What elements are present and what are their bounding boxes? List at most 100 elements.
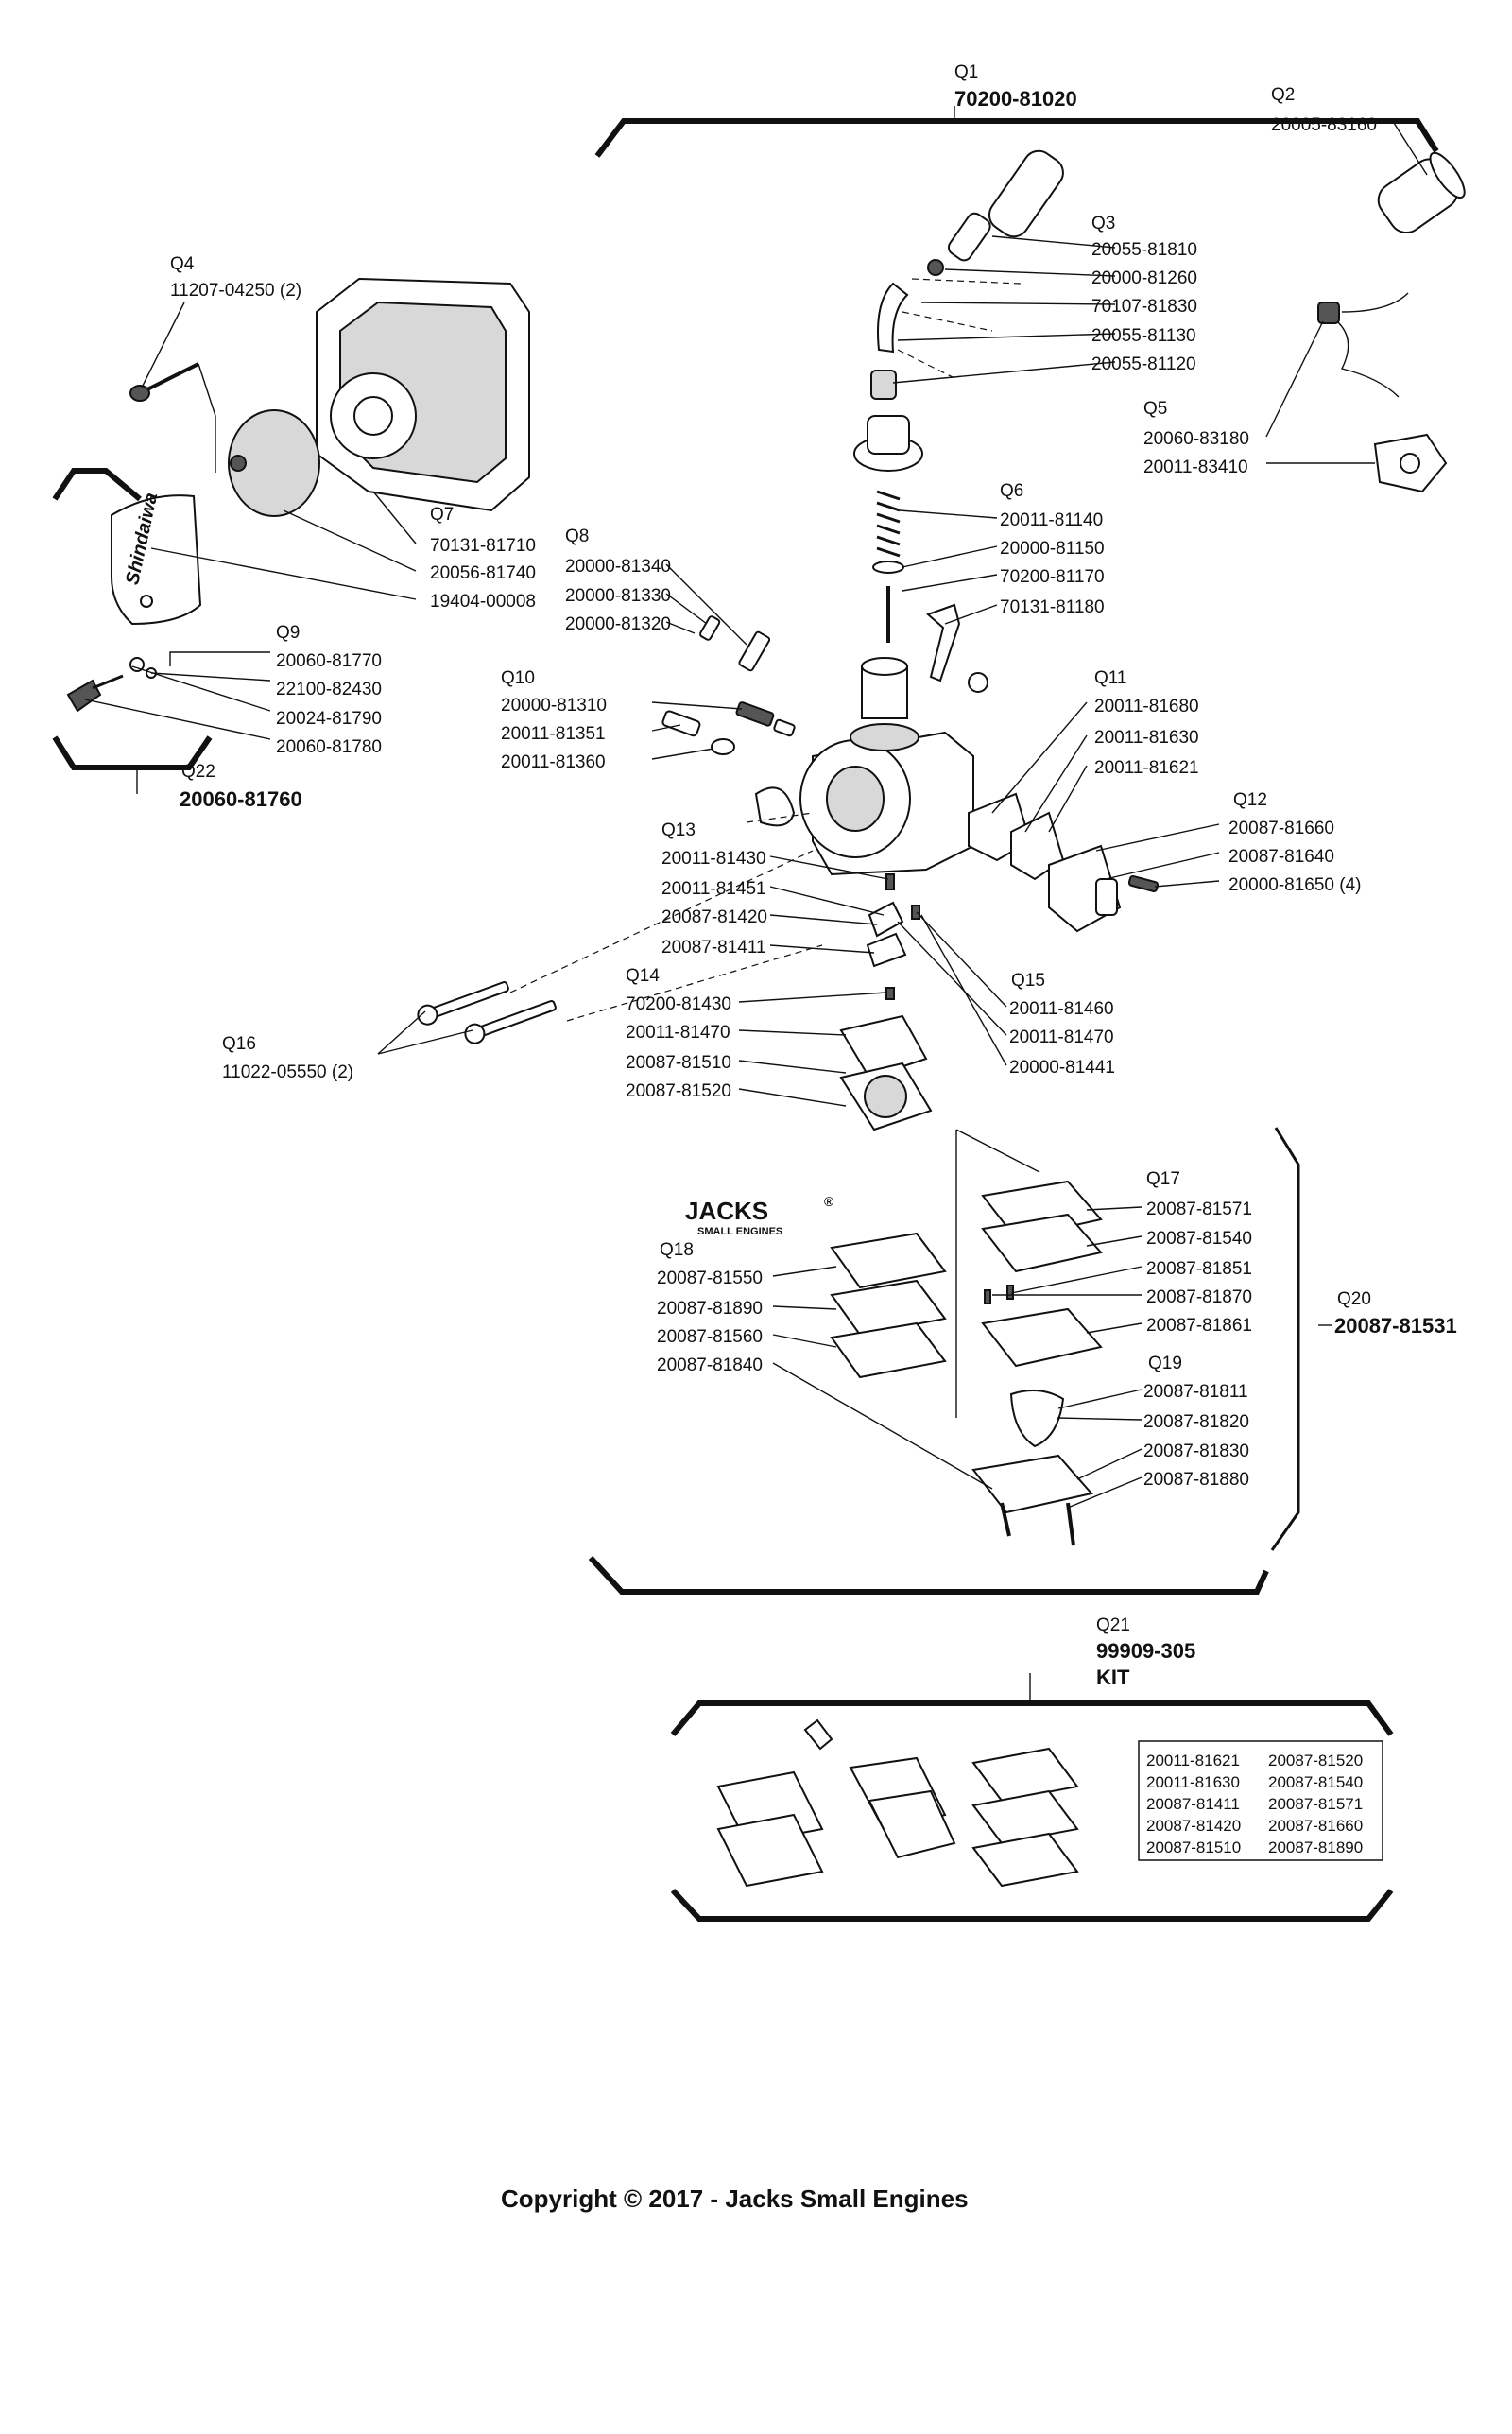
q9-leader — [169, 651, 270, 666]
q19-label: Q19 — [1148, 1354, 1182, 1373]
q19-leader-4 — [1067, 1476, 1143, 1509]
q22-bracket-bottom — [52, 735, 213, 770]
q11-part-2: 20011-81630 — [1094, 728, 1199, 748]
q15-leader — [916, 911, 1007, 1008]
q22-bracket-top — [52, 468, 142, 502]
q17-part-4: 20087-81870 — [1146, 1287, 1252, 1307]
q6-leader-2 — [902, 545, 998, 568]
q15-part-2: 20011-81470 — [1009, 1027, 1114, 1047]
carb-top-leader-1 — [944, 268, 1116, 277]
q5-part-2: 20011-83410 — [1143, 457, 1248, 477]
q14-part-3: 20087-81510 — [626, 1053, 731, 1073]
q4-screw-part — [141, 362, 199, 394]
q7-leader-3 — [150, 547, 417, 600]
q1-label: Q1 — [954, 62, 978, 82]
q3-tube-part — [988, 149, 1064, 238]
q8-part-number: 20000-81340 — [565, 557, 671, 577]
q14-part-4: 20087-81520 — [626, 1081, 731, 1101]
q8-adjust-screw-part — [738, 630, 771, 672]
q21-part-number: 99909-305 — [1096, 1639, 1195, 1663]
q14-leader — [738, 992, 887, 1003]
q22-part-number: 20060-81760 — [180, 787, 302, 811]
q19-cover-plate — [971, 1454, 1093, 1514]
q21-label: Q21 — [1096, 1615, 1130, 1635]
q7-intake-hole — [353, 396, 393, 436]
q14-leader-3 — [738, 1060, 847, 1074]
q13-part-4: 20087-81411 — [662, 938, 766, 958]
q7-filter-grommet — [230, 455, 247, 472]
q12-part-number: 20087-81660 — [1228, 819, 1334, 838]
q20-label: Q20 — [1337, 1289, 1371, 1309]
q7-leader-2 — [283, 509, 417, 572]
parts: Shindaiwa — [66, 149, 1466, 1888]
q9-leader-3 — [131, 665, 271, 712]
q15-leader-3 — [920, 914, 1007, 1066]
q20-part-number: 20087-81531 — [1334, 1314, 1457, 1338]
q13-arm-part — [866, 932, 907, 968]
q17-leader-2 — [1086, 1235, 1143, 1247]
q13-leader-2 — [769, 886, 885, 916]
q13-lever-part — [868, 901, 904, 938]
q6-part-4: 70131-81180 — [1000, 597, 1105, 617]
q17-part-2: 20087-81540 — [1146, 1229, 1252, 1249]
leader-lines — [84, 106, 1428, 1703]
q2-leader — [1393, 122, 1428, 176]
q13-leader-3 — [769, 914, 878, 925]
q2-sleeve-part — [1377, 151, 1466, 234]
q5-gasket-hole — [1400, 453, 1420, 474]
q5-part-number: 20060-83180 — [1143, 429, 1249, 449]
q15-part-number: 20011-81460 — [1009, 999, 1114, 1019]
q9-label: Q9 — [276, 623, 300, 643]
q9-part-2: 22100-82430 — [276, 680, 382, 699]
q6-lever-part — [926, 603, 961, 682]
q3-filter-part — [870, 370, 897, 400]
kit-cell-r2c2: 20087-81540 — [1268, 1773, 1363, 1791]
q5-label: Q5 — [1143, 399, 1167, 419]
q13-leader — [769, 855, 889, 880]
q10-cap-part — [711, 738, 735, 755]
q6-cap-body — [867, 415, 910, 455]
q2-part-number: 20005-83160 — [1271, 115, 1377, 135]
q16-leader-2 — [377, 1029, 473, 1055]
q7-label: Q7 — [430, 505, 454, 525]
q3-label: Q3 — [1091, 214, 1115, 233]
kit-diaphragm-part — [716, 1813, 824, 1888]
q5-wires — [1322, 292, 1409, 398]
q9-screw-part — [66, 679, 102, 713]
q3-elbow-part — [877, 282, 909, 354]
q9-screw-shank — [92, 674, 124, 690]
q6-leader-3 — [902, 574, 998, 592]
copyright-notice: Copyright © 2017 - Jacks Small Engines — [501, 2184, 969, 2213]
q16-screw-a — [417, 981, 509, 1026]
q18-leader — [772, 1266, 837, 1277]
q9-washer-part — [129, 657, 145, 672]
q9-part-4: 20060-81780 — [276, 737, 382, 757]
q6-fitting-part — [968, 672, 988, 693]
q6-label: Q6 — [1000, 481, 1023, 501]
q10-label: Q10 — [501, 668, 535, 688]
q17-leader — [1086, 1206, 1143, 1211]
q10-needle-part — [662, 710, 701, 737]
q21-kit-label: KIT — [1096, 1666, 1130, 1689]
q21-bracket-bottom — [670, 1888, 1394, 1922]
q18-part-2: 20087-81890 — [657, 1299, 763, 1319]
carb-top-part-4: 20055-81120 — [1091, 354, 1196, 374]
q18-plate-2 — [830, 1279, 947, 1337]
q14-label: Q14 — [626, 966, 660, 986]
q17-pin-a — [984, 1289, 991, 1304]
q20-bracket-bottom — [588, 1555, 1269, 1595]
q11-part-3: 20011-81621 — [1094, 758, 1199, 778]
kit-cell-r2c1: 20011-81630 — [1146, 1773, 1240, 1791]
q12-screw-part — [1127, 874, 1160, 893]
kit-plate-3 — [971, 1832, 1079, 1888]
q8-leader — [665, 563, 747, 646]
q9-leader-4 — [84, 699, 271, 740]
q13-label: Q13 — [662, 820, 696, 840]
q10-part-3: 20011-81360 — [501, 752, 606, 772]
kit-cell-r3c1: 20087-81411 — [1146, 1795, 1240, 1813]
q14-screw-part — [885, 987, 895, 1000]
q15-part-3: 20000-81441 — [1009, 1058, 1115, 1078]
q14-diaphragm-center — [864, 1075, 907, 1118]
q17-plate-2 — [981, 1213, 1103, 1273]
